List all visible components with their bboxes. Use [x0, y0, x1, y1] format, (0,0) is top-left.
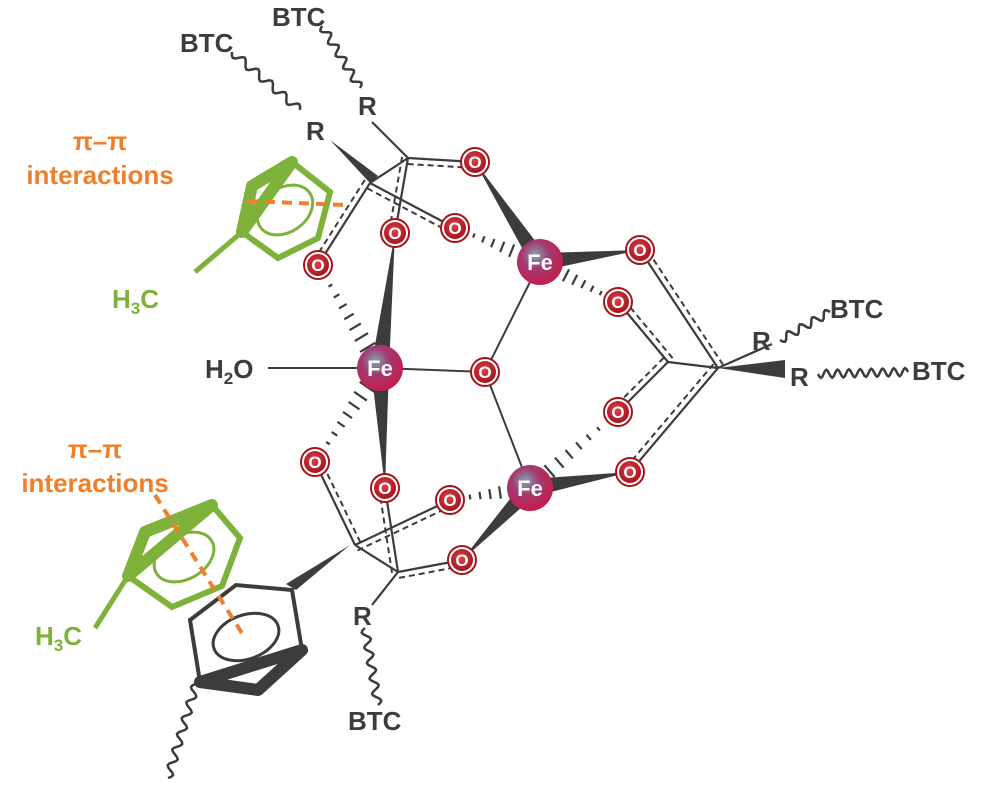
pi-interaction-line-lower	[153, 493, 247, 640]
oxygen-atom-9: O	[615, 457, 645, 487]
iron-atom-1: Fe	[357, 345, 403, 391]
oxygen-atom-5: O	[625, 235, 655, 265]
btc-label-4: BTC	[912, 356, 966, 386]
benzene-ring-lower	[153, 493, 350, 696]
oxygen-symbol: O	[623, 463, 636, 482]
oxygen-atom-4: O	[380, 218, 410, 248]
oxygen-symbol: O	[468, 153, 481, 172]
r-label-1: R	[306, 116, 325, 146]
bond-layer	[268, 121, 785, 606]
pi-pi-label-lower: π–π interactions	[21, 434, 168, 498]
oxygen-atom-10: O	[300, 447, 330, 477]
oxygen-symbol: O	[308, 453, 321, 472]
oxygen-atom-8: O	[603, 397, 633, 427]
toluene-upper	[193, 156, 346, 274]
pi-pi-label-upper-line2: interactions	[26, 160, 173, 190]
methyl-label-lower: H3C	[35, 621, 82, 655]
oxygen-symbol: O	[378, 479, 391, 498]
btc-label-3: BTC	[830, 294, 884, 324]
iron-symbol: Fe	[527, 250, 553, 275]
oxygen-atom-7: O	[470, 357, 500, 387]
oxygen-atom-12: O	[435, 485, 465, 515]
oxygen-symbol: O	[311, 256, 324, 275]
oxygen-atom-13: O	[447, 545, 477, 575]
oxygen-atom-1: O	[460, 147, 490, 177]
oxygen-symbol: O	[388, 224, 401, 243]
pi-pi-label-lower-line2: interactions	[21, 468, 168, 498]
oxygen-atom-11: O	[370, 473, 400, 503]
r-label-3: R	[752, 326, 771, 356]
iron-atom-3: Fe	[507, 465, 553, 511]
btc-label-1: BTC	[180, 28, 234, 58]
r-label-5: R	[353, 601, 372, 631]
oxygen-symbol: O	[448, 219, 461, 238]
oxygen-symbol: O	[633, 241, 646, 260]
r-label-2: R	[358, 91, 377, 121]
r-label-4: R	[790, 362, 809, 392]
oxygen-atom-3: O	[303, 250, 333, 280]
pi-pi-label-upper: π–π interactions	[26, 126, 173, 190]
iron-symbol: Fe	[367, 356, 393, 381]
oxygen-atom-2: O	[440, 213, 470, 243]
iron-atom-2: Fe	[517, 239, 563, 285]
wavy-linkers	[166, 25, 910, 780]
btc-labels: BTC BTC BTC BTC BTC	[180, 2, 966, 736]
oxygen-symbol: O	[443, 491, 456, 510]
water-label: H2O	[205, 354, 253, 388]
oxygen-symbol: O	[455, 551, 468, 570]
oxygen-atom-6: O	[603, 287, 633, 317]
pi-pi-label-lower-line1: π–π	[68, 434, 122, 464]
pi-pi-label-upper-line1: π–π	[73, 126, 127, 156]
oxygen-symbol: O	[478, 363, 491, 382]
methyl-label-upper: H3C	[112, 284, 159, 318]
toluene-lower	[92, 499, 244, 630]
btc-label-5: BTC	[348, 706, 402, 736]
oxygen-symbol: O	[611, 403, 624, 422]
r-labels: R R R R R	[306, 91, 809, 631]
btc-label-2: BTC	[272, 2, 326, 32]
iron-symbol: Fe	[517, 476, 543, 501]
oxygen-symbol: O	[611, 293, 624, 312]
